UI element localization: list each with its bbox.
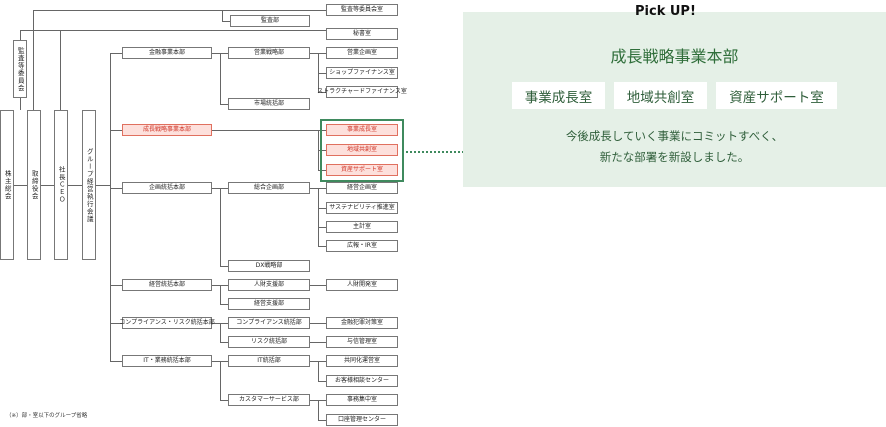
it-dept-box: IT統括部 <box>228 355 310 367</box>
highlight-frame <box>320 119 404 182</box>
connector-line <box>318 92 326 93</box>
market-dept-box: 市場統括部 <box>228 98 310 110</box>
biz-growth-box: 事業成長室 <box>326 124 398 136</box>
dotted-connector <box>406 151 464 153</box>
sales-strategy-box: 営業戦略部 <box>228 47 310 59</box>
it-hq-box: IT・業務統括本部 <box>122 355 212 367</box>
accounting-box: 主計室 <box>326 221 398 233</box>
pickup-description-line2: 新たな部署を新設しました。 <box>599 150 750 164</box>
exec-committee-box: グループ経営執行会議 <box>82 110 96 260</box>
connector-line <box>318 73 326 74</box>
customer-center-box: お客様相談センター <box>326 375 398 387</box>
connector-line <box>318 400 319 420</box>
connector-line <box>310 342 326 343</box>
sustainability-box: サステナビリティ推進室 <box>326 202 398 214</box>
connector-line <box>318 361 319 381</box>
connector-line <box>110 53 122 54</box>
admin-hq-box: 経営統括本部 <box>122 279 212 291</box>
pickup-tag-biz-growth: 事業成長室 <box>512 82 605 109</box>
pickup-headline: 成長戦略事業本部 <box>610 47 739 66</box>
compliance-dept-box: コンプライアンス統括部 <box>228 317 310 329</box>
connector-line <box>220 361 221 400</box>
ceo-box: 社長ＣＥＯ <box>54 110 68 260</box>
mgmt-support-box: 経営支援部 <box>228 298 310 310</box>
connector-line <box>67 185 82 186</box>
growth-hq-box: 成長戦略事業本部 <box>122 124 212 136</box>
credit-mgmt-box: 与信管理室 <box>326 336 398 348</box>
connector-line <box>60 30 61 110</box>
connector-line <box>318 170 326 171</box>
connector-line <box>318 208 326 209</box>
footnote: （※）部・室以下のグループ省略 <box>6 413 88 419</box>
compliance-hq-box: コンプライアンス・リスク統括本部 <box>119 317 215 329</box>
regional-box: 地域共創室 <box>326 144 398 156</box>
connector-line <box>220 266 228 267</box>
pickup-tag-regional: 地域共創室 <box>614 82 707 109</box>
connector-line <box>318 53 319 92</box>
connector-line <box>310 323 326 324</box>
sales-planning-box: 営業企画室 <box>326 47 398 59</box>
hr-dev-box: 人財開発室 <box>326 279 398 291</box>
pickup-description: 今後成長していく事業にコミットすべく、 新たな部署を新設しました。 <box>463 126 886 168</box>
connector-line <box>110 285 122 286</box>
connector-line <box>222 10 223 21</box>
connector-line <box>318 246 326 247</box>
connector-line <box>96 185 110 186</box>
connector-line <box>220 285 221 304</box>
connector-line <box>212 130 326 131</box>
asset-support-box: 資産サポート室 <box>326 164 398 176</box>
shop-finance-box: ショップファイナンス室 <box>326 67 398 79</box>
shareholders-box: 株主総会 <box>0 110 14 260</box>
finance-hq-box: 金融事業本部 <box>122 47 212 59</box>
connector-line <box>110 361 122 362</box>
connector-line <box>33 10 34 110</box>
connector-line <box>40 185 54 186</box>
audit-committee-box: 監査等委員会 <box>13 40 27 98</box>
connector-line <box>220 400 228 401</box>
connector-line <box>318 188 319 246</box>
connector-line <box>310 285 326 286</box>
audit-committee-office-box: 監査等委員会室 <box>326 4 398 16</box>
connector-line <box>110 188 122 189</box>
planning-hq-box: 企画統括本部 <box>122 182 212 194</box>
connector-line <box>220 53 221 104</box>
cs-dept-box: カスタマーサービス部 <box>228 394 310 406</box>
dx-dept-box: DX戦略部 <box>228 260 310 272</box>
connector-line <box>110 323 122 324</box>
connector-line <box>220 188 221 266</box>
connector-line <box>110 130 122 131</box>
pickup-title: Pick UP! <box>635 4 696 19</box>
management-planning-box: 経営企画室 <box>326 182 398 194</box>
pickup-tag-asset-support: 資産サポート室 <box>716 82 837 109</box>
structured-finance-box: ストラクチャードファイナンス室 <box>317 86 407 98</box>
connector-line <box>222 21 230 22</box>
connector-line <box>318 150 326 151</box>
connector-line <box>318 381 326 382</box>
shared-ops-box: 共同化運営室 <box>326 355 398 367</box>
connector-line <box>220 323 221 342</box>
general-planning-box: 総合企画部 <box>228 182 310 194</box>
secretary-box: 秘書室 <box>326 28 398 40</box>
board-box: 取締役会 <box>27 110 41 260</box>
connector-line <box>318 227 326 228</box>
connector-line <box>220 104 228 105</box>
admin-center-box: 事務集中室 <box>326 394 398 406</box>
connector-line <box>20 30 326 31</box>
audit-dept-box: 監査部 <box>230 15 310 27</box>
pr-ir-box: 広報・IR室 <box>326 240 398 252</box>
account-center-box: 口座管理センター <box>326 414 398 426</box>
connector-line <box>220 304 228 305</box>
connector-line <box>220 342 228 343</box>
risk-dept-box: リスク統括部 <box>228 336 310 348</box>
crime-prevention-box: 金融犯罪対策室 <box>326 317 398 329</box>
pickup-description-line1: 今後成長していく事業にコミットすべく、 <box>565 129 784 143</box>
connector-line <box>318 420 326 421</box>
hr-dept-box: 人財支援部 <box>228 279 310 291</box>
connector-line <box>110 53 111 361</box>
connector-line <box>13 185 27 186</box>
connector-line <box>33 10 326 11</box>
